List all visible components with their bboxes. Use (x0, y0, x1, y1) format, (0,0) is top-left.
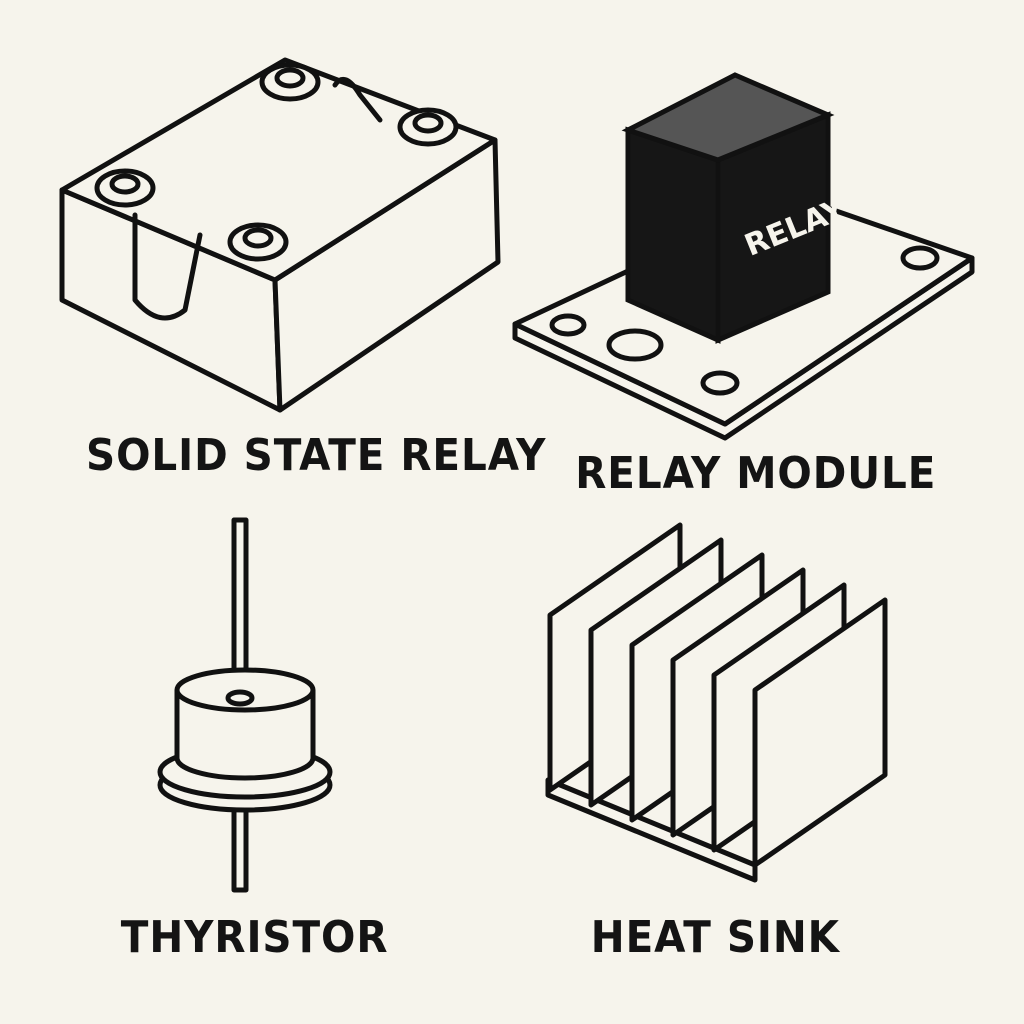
solid-state-relay-drawing (59, 57, 501, 413)
label-solid-state-relay: SOLID STATE RELAY (86, 430, 547, 481)
terminal-screw-icon (94, 62, 459, 262)
relay-module-drawing: RELAY (512, 72, 975, 441)
heat-sink-drawing (545, 522, 888, 883)
heat-sink-fin (752, 597, 888, 868)
thyristor-drawing (157, 517, 333, 893)
label-thyristor: THYRISTOR (120, 912, 389, 963)
label-heat-sink: HEAT SINK (590, 912, 840, 963)
label-relay-module: RELAY MODULE (575, 448, 937, 499)
